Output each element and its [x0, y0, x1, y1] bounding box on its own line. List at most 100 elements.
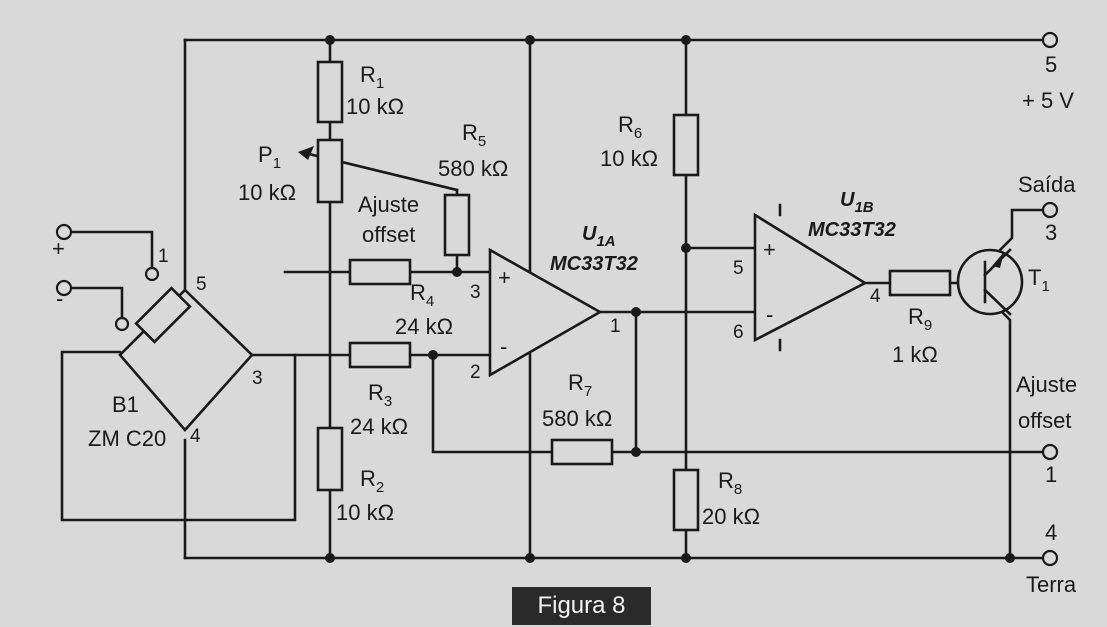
u1a-part: MC33T32 [550, 253, 638, 275]
p1-note-line1: Ajuste [358, 192, 419, 217]
u1b-plus-sign: + [763, 237, 776, 262]
b1-part: ZM C20 [88, 426, 166, 451]
junction-dot [631, 447, 641, 457]
terminal-1-label-line2: offset [1018, 408, 1071, 433]
r9-ref: R9 [908, 304, 932, 334]
r6-value: 10 kΩ [600, 146, 658, 171]
r2-value: 10 kΩ [336, 500, 394, 525]
junction-dot [428, 350, 438, 360]
resistor-r7 [550, 438, 614, 466]
terminal-4-num: 4 [1045, 520, 1057, 545]
input-terminal-plus [55, 223, 73, 241]
transistor-arrow [992, 252, 1004, 268]
junction-dot [1005, 553, 1015, 563]
r7-value: 580 kΩ [542, 406, 612, 431]
terminal-1-num: 1 [1045, 462, 1057, 487]
resistors [298, 60, 952, 532]
terminal-4-label: Terra [1026, 572, 1077, 597]
input-terminal-minus [55, 279, 73, 297]
r3-ref: R3 [368, 380, 392, 410]
terminals [55, 31, 1059, 567]
r3-value: 24 kΩ [350, 414, 408, 439]
b1-pin1: 1 [158, 246, 169, 267]
u1b-pin-minus-num: 6 [733, 322, 744, 343]
terminal-5-num: 5 [1045, 52, 1057, 77]
wire-t1-collector [993, 208, 1047, 257]
resistor-r3 [348, 341, 412, 369]
p1-wiper-arrow [298, 146, 314, 160]
figure-caption: Figura 8 [512, 587, 651, 625]
junction-dot [325, 553, 335, 563]
junction-dot [681, 553, 691, 563]
t1-ref: T1 [1028, 265, 1050, 295]
u1b-part: MC33T32 [808, 219, 896, 241]
bridge-pin2-terminal [114, 316, 130, 332]
opamp-u1a [488, 247, 603, 378]
u1a-pin-minus-num: 2 [470, 362, 481, 383]
u1b-minus-sign: - [766, 302, 773, 327]
u1a-pin-plus-num: 3 [470, 282, 481, 303]
junction-dot [631, 307, 641, 317]
terminal-3 [1041, 201, 1059, 219]
op-amps [488, 212, 868, 378]
bridge-element [134, 286, 192, 344]
resistor-r9 [888, 269, 952, 297]
resistor-r2 [316, 426, 344, 492]
junction-dot [525, 553, 535, 563]
r5-ref: R5 [462, 120, 486, 150]
junction-dot [681, 243, 691, 253]
terminal-5-label: + 5 V [1022, 88, 1074, 113]
bridge-b1 [114, 266, 254, 432]
junction-dot [681, 35, 691, 45]
u1a-plus-sign: + [498, 265, 511, 290]
input-minus-label: - [56, 286, 63, 311]
r5-value: 580 kΩ [438, 156, 508, 181]
u1a-pin-out-num: 1 [610, 316, 621, 337]
resistor-r6 [672, 113, 700, 177]
p1-note-line2: offset [362, 222, 415, 247]
u1a-ref: U1A [582, 223, 616, 250]
resistor-r8 [672, 468, 700, 532]
u1b-pin-plus-num: 5 [733, 258, 744, 279]
junction-dot [325, 35, 335, 45]
wire-t1-emitter [993, 303, 1012, 560]
junction-dot [525, 35, 535, 45]
terminal-3-label: Saída [1018, 172, 1076, 197]
b1-pin3: 3 [252, 368, 263, 389]
opamp-u1b [753, 212, 868, 343]
terminal-1-label-line1: Ajuste [1016, 372, 1077, 397]
b1-ref: B1 [112, 392, 139, 417]
r4-value: 24 kΩ [395, 314, 453, 339]
p1-value: 10 kΩ [238, 180, 296, 205]
resistor-r5 [443, 193, 471, 257]
r1-value: 10 kΩ [346, 94, 404, 119]
transistor-envelope [956, 248, 1024, 316]
r4-ref: R4 [410, 280, 434, 310]
r6-ref: R6 [618, 112, 642, 142]
terminal-3-num: 3 [1045, 220, 1057, 245]
r1-ref: R1 [360, 62, 384, 92]
potentiometer-p1 [316, 138, 344, 204]
r7-ref: R7 [568, 370, 592, 400]
terminal-4 [1041, 549, 1059, 567]
u1b-ref: U1B [840, 189, 874, 216]
terminal-5 [1041, 31, 1059, 49]
wire-feedback-r7 [431, 353, 1047, 454]
wire-input-minus [68, 286, 124, 322]
input-plus-label: + [52, 236, 65, 261]
u1b-pin-out-num: 4 [870, 286, 881, 307]
r9-value: 1 kΩ [892, 342, 938, 367]
r8-value: 20 kΩ [702, 504, 760, 529]
resistor-r4 [348, 258, 412, 286]
r8-ref: R8 [718, 468, 742, 498]
transistor-t1 [956, 248, 1024, 316]
labels: R1 10 kΩ P1 10 kΩ Ajuste offset R5 580 k… [52, 52, 1077, 597]
bridge-pin1-terminal [144, 266, 160, 282]
b1-pin4: 4 [190, 426, 201, 447]
wire-input-plus [68, 230, 154, 272]
wire-loop-left [60, 350, 297, 522]
b1-pin5: 5 [196, 274, 207, 295]
r2-ref: R2 [360, 466, 384, 496]
